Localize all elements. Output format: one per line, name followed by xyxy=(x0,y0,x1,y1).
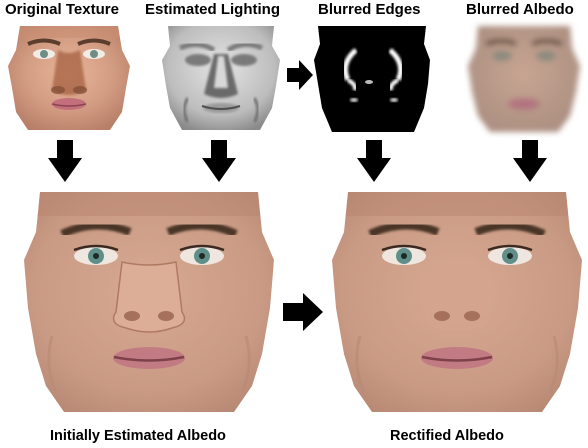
rectified-albedo-image xyxy=(330,186,584,424)
arrow-right-small-icon xyxy=(287,60,313,90)
label-initially-estimated-albedo: Initially Estimated Albedo xyxy=(50,428,226,444)
label-estimated-lighting: Estimated Lighting xyxy=(145,1,280,18)
estimated-lighting-image xyxy=(158,20,284,138)
blurred-edges-image xyxy=(314,20,432,138)
label-rectified-albedo: Rectified Albedo xyxy=(390,428,504,444)
arrow-down-icon-3 xyxy=(357,140,391,182)
label-blurred-albedo: Blurred Albedo xyxy=(466,1,574,18)
arrow-down-icon-1 xyxy=(48,140,82,182)
initially-estimated-albedo-image xyxy=(22,186,276,424)
arrow-right-large-icon xyxy=(283,293,323,331)
label-blurred-edges: Blurred Edges xyxy=(318,1,421,18)
label-original-texture: Original Texture xyxy=(5,1,119,18)
arrow-down-icon-4 xyxy=(513,140,547,182)
blurred-albedo-image xyxy=(464,18,584,140)
arrow-down-icon-2 xyxy=(202,140,236,182)
original-texture-image xyxy=(6,20,132,138)
